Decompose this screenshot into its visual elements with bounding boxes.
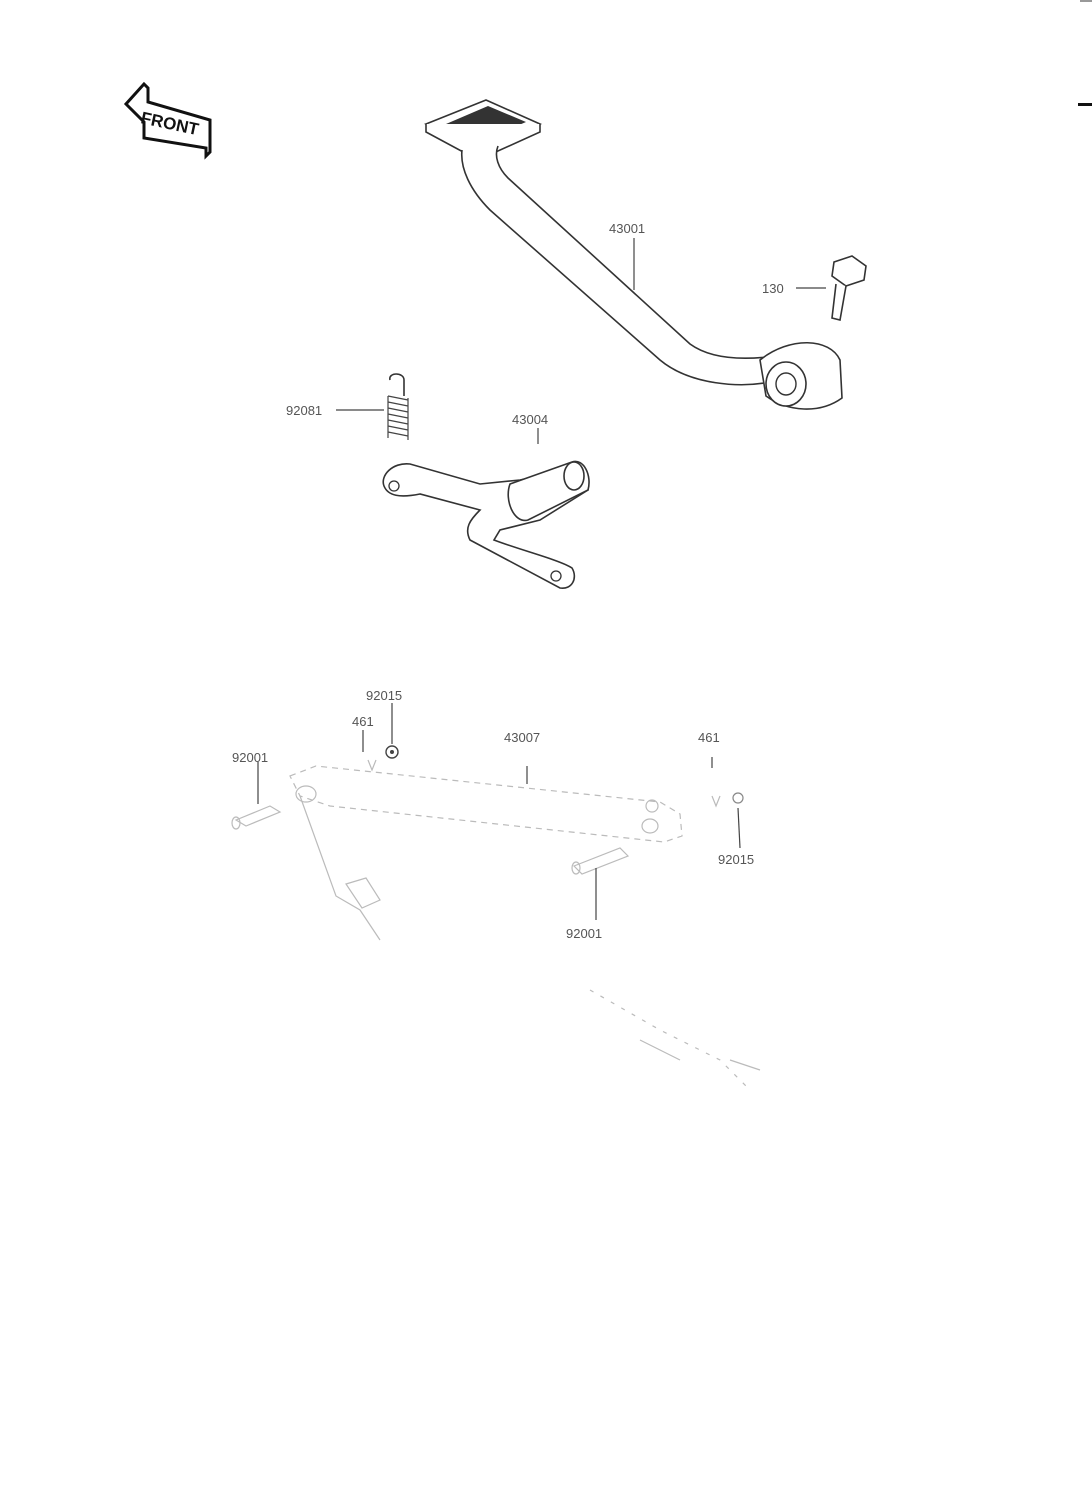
callout-92015-right: 92015 — [718, 852, 754, 867]
callout-92015-top: 92015 — [366, 688, 402, 703]
edge-mark-top — [1080, 0, 1092, 2]
callout-461-right: 461 — [698, 730, 720, 745]
callout-43007: 43007 — [504, 730, 540, 745]
clevis-pins — [231, 805, 630, 875]
callout-461-left: 461 — [352, 714, 374, 729]
front-direction-sign: FRONT — [123, 81, 212, 160]
callout-92001-left: 92001 — [232, 750, 268, 765]
spring-92081 — [387, 373, 409, 440]
callout-92001-bottom: 92001 — [566, 926, 602, 941]
brake-shaft-arm — [382, 460, 590, 589]
callout-92081: 92081 — [286, 403, 322, 418]
callout-43001: 43001 — [609, 221, 645, 236]
bolt-130 — [831, 255, 867, 321]
brake-pedal — [424, 99, 843, 410]
cotter-pins — [367, 759, 721, 808]
washers — [385, 745, 744, 804]
edge-mark — [1078, 103, 1092, 106]
callout-43004: 43004 — [512, 412, 548, 427]
brake-rod-assembly — [289, 765, 761, 1091]
leader-lines — [257, 238, 826, 920]
callout-130: 130 — [762, 281, 784, 296]
